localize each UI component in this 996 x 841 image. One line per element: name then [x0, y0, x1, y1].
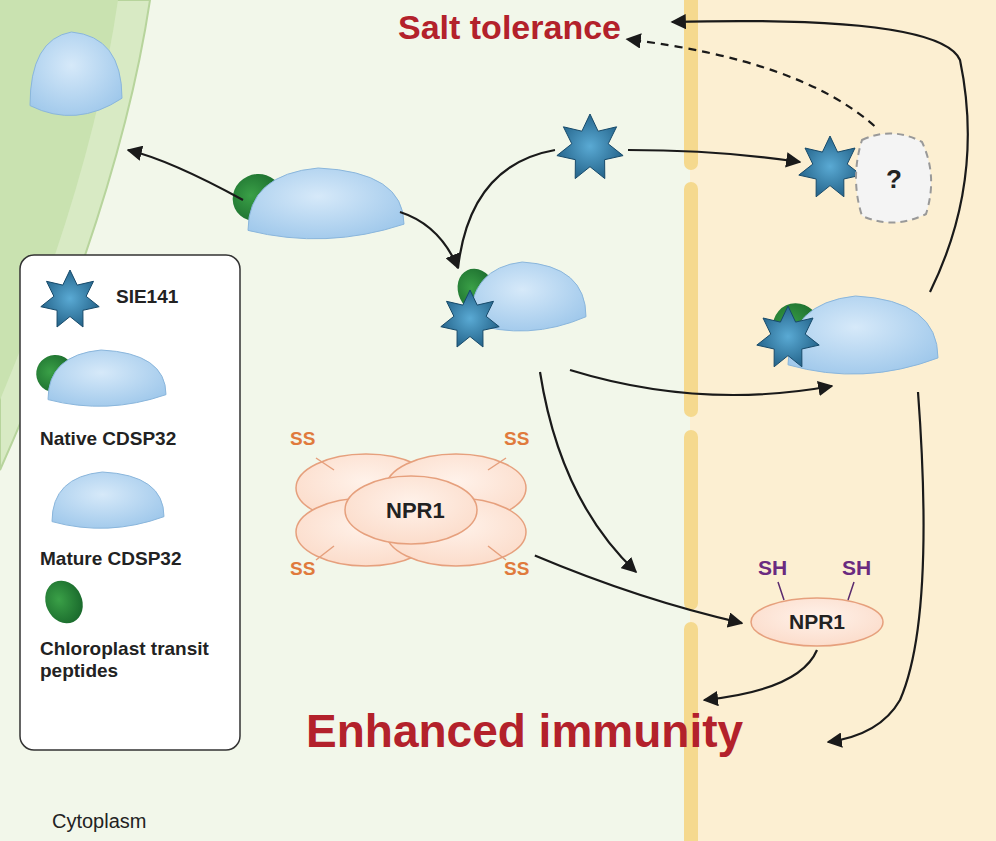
arrow	[128, 150, 243, 200]
node-text: Enhanced immunity	[306, 704, 743, 758]
transit-peptide	[38, 574, 89, 629]
npr1-monomer: SH SH NPR1	[742, 554, 892, 650]
sie141-star	[799, 136, 861, 197]
unknown-partner: ?	[848, 126, 936, 230]
outcome-text: Salt tolerance	[392, 4, 627, 51]
node-text: SH	[842, 556, 871, 580]
legend-text: SIE141	[116, 286, 316, 308]
node-text: ?	[886, 164, 902, 195]
region-label: Cytoplasm	[52, 810, 146, 833]
legend-frame	[20, 255, 240, 750]
node-text: NPR1	[789, 610, 845, 634]
legend-text: Native CDSP32	[40, 428, 240, 450]
node-text: SS	[504, 428, 529, 450]
sie141-star	[41, 270, 99, 327]
arrow	[458, 150, 555, 268]
connector	[627, 39, 874, 126]
arrow	[628, 150, 800, 162]
arrow	[828, 392, 924, 742]
cdsp32-protein	[248, 168, 404, 239]
outcome-text: Enhanced immunity	[300, 700, 749, 762]
cdsp32-protein	[788, 296, 938, 374]
cdsp32-protein	[30, 32, 122, 116]
arrow	[540, 372, 636, 572]
node-text: Salt tolerance	[398, 8, 621, 47]
node-text: SS	[504, 558, 529, 580]
connector	[704, 650, 817, 700]
arrow	[570, 370, 832, 395]
node-text: NPR1	[386, 498, 445, 524]
arrow	[672, 21, 968, 292]
sie141-star	[441, 290, 499, 347]
legend-text: Chloroplast transit peptides	[40, 638, 225, 682]
cdsp32-protein	[48, 350, 166, 406]
node-text: SH	[758, 556, 787, 580]
cdsp32-protein	[52, 472, 164, 528]
node-text: SS	[290, 558, 315, 580]
npr1-oligomer: NPR1SSSSSSSS	[282, 418, 540, 590]
sie141-star	[757, 306, 819, 367]
connector	[535, 556, 742, 624]
node-text: SS	[290, 428, 315, 450]
arrow	[400, 212, 458, 268]
legend-text: Mature CDSP32	[40, 548, 240, 570]
sie141-star	[557, 114, 623, 179]
